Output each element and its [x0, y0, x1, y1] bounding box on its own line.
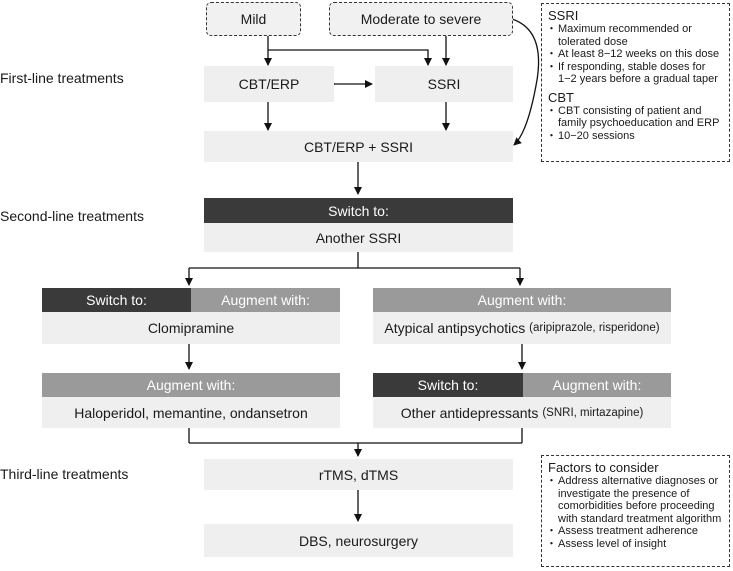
- left-switch-header: Switch to:: [42, 288, 191, 312]
- third-line-dbs: DBS, neurosurgery: [204, 524, 513, 557]
- right-augment-header: Augment with:: [373, 288, 671, 312]
- first-line-ssri-label: SSRI: [427, 76, 461, 92]
- row-label-third-line: Third-line treatments: [0, 466, 129, 482]
- left-drug-box: Clomipramine: [42, 312, 340, 344]
- right-other-detail: (SNRI, mirtazapine): [542, 406, 644, 419]
- notes-factors-item: Assess treatment adherence: [546, 525, 723, 538]
- notes-cbt-title: CBT: [548, 89, 574, 105]
- notes-factors-title: Factors to consider: [548, 460, 659, 475]
- notes-cbt-item: CBT consisting of patient and family psy…: [546, 105, 723, 130]
- notes-ssri-item: At least 8−12 weeks on this dose: [546, 48, 723, 61]
- notes-cbt-item: 10−20 sessions: [546, 130, 723, 143]
- left-augment-header-label: Augment with:: [221, 292, 310, 308]
- right-switch-header-label: Switch to:: [417, 377, 479, 393]
- right-drug-label: Atypical antipsychotics: [384, 320, 526, 336]
- notes-factors-list: Address alternative diagnoses or investi…: [546, 475, 723, 551]
- left-augment2-header-label: Augment with:: [146, 377, 236, 393]
- first-line-combined: CBT/ERP + SSRI: [204, 131, 513, 162]
- third-line-tms-label: rTMS, dTMS: [318, 466, 399, 483]
- row-label-second-line: Second-line treatments: [0, 208, 144, 224]
- notes-cbt-list: CBT consisting of patient and family psy…: [546, 105, 723, 143]
- notes-ssri-list: Maximum recommended or tolerated dose At…: [546, 23, 723, 86]
- right-other-label: Other antidepressants: [400, 404, 539, 421]
- first-line-combined-label: CBT/ERP + SSRI: [303, 138, 414, 155]
- notes-ssri-cbt: SSRI Maximum recommended or tolerated do…: [541, 3, 730, 162]
- first-line-cbt-label: CBT/ERP: [238, 76, 300, 92]
- right-drug-box: Atypical antipsychotics (aripiprazole, r…: [373, 312, 671, 344]
- arrow-mild-to-ssri: [268, 49, 432, 66]
- left-augment2-header: Augment with:: [42, 373, 340, 397]
- right-drug-detail: (aripiprazole, risperidone): [529, 322, 660, 334]
- third-line-tms: rTMS, dTMS: [204, 459, 513, 490]
- second-line-header-label: Switch to:: [328, 202, 389, 219]
- first-line-cbt: CBT/ERP: [204, 66, 334, 102]
- severity-mild-label: Mild: [240, 11, 267, 27]
- severity-moderate: Moderate to severe: [329, 2, 513, 36]
- right-augment2-header-label: Augment with:: [552, 377, 642, 393]
- notes-factors: Factors to consider Address alternative …: [541, 455, 730, 567]
- left-augment2-body-label: Haloperidol, memantine, ondansetron: [74, 404, 308, 421]
- notes-ssri-item: Maximum recommended or tolerated dose: [546, 23, 723, 48]
- second-line-body-label: Another SSRI: [315, 229, 402, 246]
- severity-moderate-label: Moderate to severe: [360, 11, 482, 27]
- first-line-ssri: SSRI: [375, 66, 513, 102]
- left-augment-header: Augment with:: [191, 288, 340, 312]
- third-line-dbs-label: DBS, neurosurgery: [298, 532, 419, 549]
- left-switch-header-label: Switch to:: [86, 292, 147, 308]
- severity-mild: Mild: [206, 2, 301, 36]
- left-drug-label: Clomipramine: [147, 320, 235, 336]
- right-augment2-header: Augment with:: [523, 373, 671, 397]
- notes-ssri-item: If responding, stable doses for 1−2 year…: [546, 61, 723, 86]
- notes-factors-item: Assess level of insight: [546, 538, 723, 551]
- right-switch-header: Switch to:: [373, 373, 523, 397]
- notes-factors-item: Address alternative diagnoses or investi…: [546, 475, 723, 525]
- row-label-first-line: First-line treatments: [0, 70, 124, 86]
- left-augment2-body: Haloperidol, memantine, ondansetron: [42, 397, 340, 428]
- right-other-box: Other antidepressants (SNRI, mirtazapine…: [373, 397, 671, 428]
- second-line-header: Switch to:: [204, 198, 513, 223]
- notes-ssri-title: SSRI: [548, 8, 579, 23]
- right-augment-header-label: Augment with:: [477, 292, 567, 308]
- arrow-moderate-to-combined: [511, 18, 540, 146]
- second-line-body: Another SSRI: [204, 223, 513, 252]
